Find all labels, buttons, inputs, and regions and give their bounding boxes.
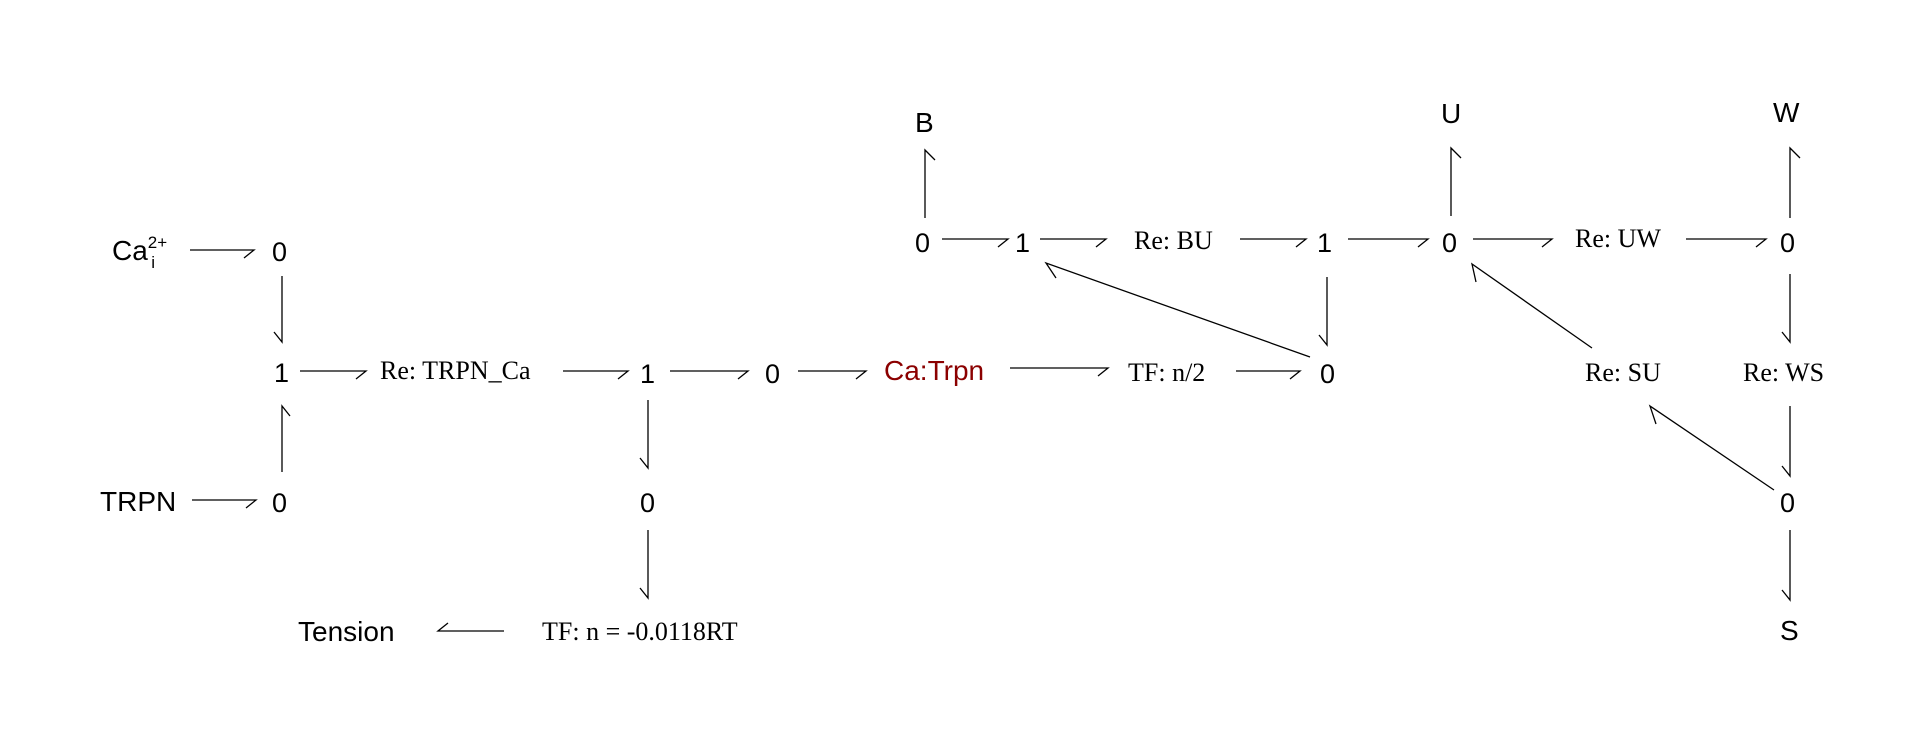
species-tension: Tension bbox=[298, 616, 395, 647]
bond-junction-down-0-mid bbox=[639, 400, 649, 470]
bond-junction-down-0-right bbox=[1318, 277, 1328, 347]
bond-junction-1-to-0 bbox=[670, 370, 750, 380]
bond-junction-to-w bbox=[1789, 146, 1801, 218]
bond-ca-to-junction bbox=[190, 249, 256, 259]
species-labels: Ca2+i TRPN Ca:Trpn Tension B U W S bbox=[100, 97, 1800, 647]
species-ca: Ca2+i bbox=[112, 233, 167, 272]
bond-junction-down-tf bbox=[639, 530, 649, 600]
junction-0-b: 0 bbox=[915, 228, 930, 258]
junctions: 0 1 0 1 0 0 0 1 1 0 0 0 0 bbox=[272, 228, 1795, 518]
junction-0-mid-lower: 0 bbox=[640, 488, 655, 518]
bond-tf-to-tension bbox=[436, 622, 504, 632]
species-trpn: TRPN bbox=[100, 486, 176, 517]
species-b: B bbox=[915, 107, 934, 138]
bond-to-ca-trpn bbox=[798, 370, 868, 380]
reaction-re-uw: Re: UW bbox=[1575, 224, 1661, 253]
bond-junction-to-re-su bbox=[1648, 404, 1775, 491]
bond-to-re-uw bbox=[1473, 238, 1554, 248]
bond-junction-1-to-0-u bbox=[1348, 238, 1430, 248]
species-w: W bbox=[1773, 97, 1800, 128]
reaction-re-trpn-ca: Re: TRPN_Ca bbox=[380, 356, 531, 385]
transformer-labels: TF: n/2 TF: n = -0.0118RT bbox=[542, 358, 1205, 646]
bond-junction-0-to-1-top bbox=[942, 238, 1010, 248]
reaction-re-su: Re: SU bbox=[1585, 358, 1661, 387]
bond-re-uw-to-junction bbox=[1686, 238, 1768, 248]
bond-junction-up-1 bbox=[281, 404, 291, 472]
reaction-labels: Re: TRPN_Ca Re: BU Re: UW Re: SU Re: WS bbox=[380, 224, 1824, 387]
species-u: U bbox=[1441, 98, 1461, 129]
junction-0-u: 0 bbox=[1442, 228, 1457, 258]
junction-0-trpn: 0 bbox=[272, 488, 287, 518]
species-s: S bbox=[1780, 615, 1799, 646]
junction-1-bu: 1 bbox=[1317, 228, 1332, 258]
junction-1-b: 1 bbox=[1015, 228, 1030, 258]
bonds bbox=[190, 146, 1801, 632]
bond-trpn-to-junction bbox=[192, 499, 258, 509]
bond-to-re-bu bbox=[1040, 238, 1108, 248]
junction-0-right-lower: 0 bbox=[1320, 359, 1335, 389]
bond-re-trpn-ca-to-junction bbox=[563, 370, 630, 380]
bond-re-ws-to-junction bbox=[1781, 406, 1791, 478]
transformer-tf-n2: TF: n/2 bbox=[1128, 358, 1205, 387]
junction-0-mid: 0 bbox=[765, 359, 780, 389]
reaction-re-bu: Re: BU bbox=[1134, 226, 1213, 255]
junction-1-left: 1 bbox=[274, 358, 289, 388]
junction-0-s: 0 bbox=[1780, 488, 1795, 518]
bond-junction-to-u bbox=[1450, 146, 1462, 216]
bond-junction-to-s bbox=[1781, 530, 1791, 602]
bond-junction-down-1 bbox=[273, 276, 283, 344]
junction-1-mid: 1 bbox=[640, 359, 655, 389]
bond-ca-trpn-to-tf bbox=[1010, 367, 1110, 377]
junction-0-w: 0 bbox=[1780, 228, 1795, 258]
bond-junction-to-re-ws bbox=[1781, 274, 1791, 344]
reaction-re-ws: Re: WS bbox=[1743, 358, 1824, 387]
bond-to-re-trpn-ca bbox=[300, 370, 368, 380]
species-ca-trpn: Ca:Trpn bbox=[884, 355, 984, 386]
bond-re-su-to-junction-u bbox=[1471, 262, 1593, 349]
bond-re-bu-to-junction bbox=[1240, 238, 1308, 248]
bond-junction-to-b bbox=[924, 148, 936, 218]
bond-diagonal-to-junction-1 bbox=[1044, 261, 1311, 358]
bond-tf-to-junction bbox=[1236, 370, 1302, 380]
junction-0-ca: 0 bbox=[272, 237, 287, 267]
transformer-tf-tension: TF: n = -0.0118RT bbox=[542, 617, 738, 646]
